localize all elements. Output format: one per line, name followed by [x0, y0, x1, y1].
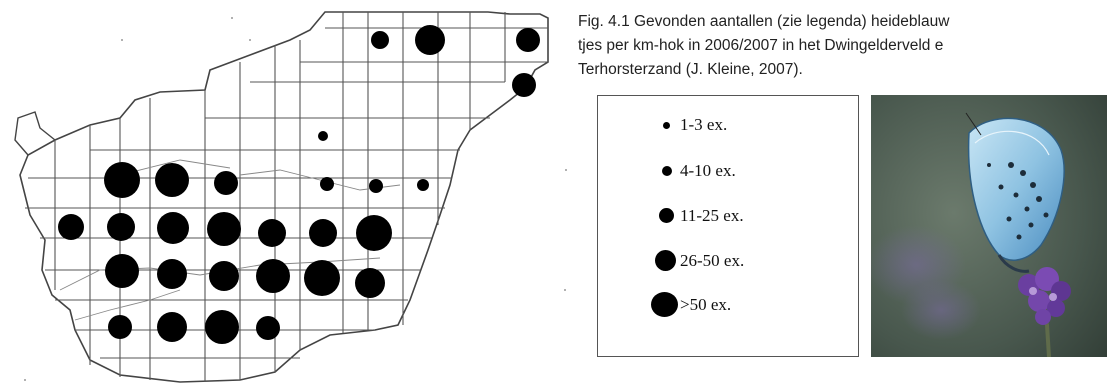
area-outline [19, 11, 549, 383]
legend-dot-2 [662, 166, 672, 176]
legend-dot-5 [651, 292, 678, 317]
dot-large [157, 259, 187, 289]
figure-caption: Fig. 4.1 Gevonden aantallen (zie legenda… [578, 10, 1107, 82]
dot-small [318, 131, 328, 141]
dot-large [512, 73, 536, 97]
km-grid [25, 12, 548, 382]
dot-xlarge [415, 25, 445, 55]
legend-label: 11-25 ex. [680, 206, 744, 225]
dot-xlarge [356, 215, 392, 251]
observation-dots [58, 25, 540, 344]
dot-xlarge [155, 163, 189, 197]
dot-large [209, 261, 239, 291]
dot-large [516, 28, 540, 52]
area-lobe [14, 111, 56, 156]
legend-dot-4 [655, 250, 676, 271]
dot-small [417, 179, 429, 191]
dot-xlarge [207, 212, 241, 246]
legend-label: 1-3 ex. [680, 115, 728, 134]
legend-item: >50 ex. [598, 292, 858, 332]
dot-xlarge [104, 162, 140, 198]
legend-item: 4-10 ex. [598, 160, 858, 200]
dot-medium [108, 315, 132, 339]
legend-dot-1 [663, 122, 670, 129]
legend-label: 4-10 ex. [680, 161, 736, 180]
dot-large [371, 31, 389, 49]
distribution-map [14, 11, 567, 383]
caption-line-1: Fig. 4.1 Gevonden aantallen (zie legenda… [578, 13, 950, 30]
dot-large [107, 213, 135, 241]
legend-dot-3 [659, 208, 674, 223]
dot-large [258, 219, 286, 247]
dot-xlarge [304, 260, 340, 296]
butterfly-photo [871, 95, 1107, 357]
dot-medium [214, 171, 238, 195]
dot-large [58, 214, 84, 240]
dot-small [369, 179, 383, 193]
flower [1018, 267, 1071, 325]
dot-xlarge [205, 310, 239, 344]
dot-medium [256, 316, 280, 340]
butterfly [965, 112, 1065, 273]
legend-item: 1-3 ex. [598, 114, 858, 154]
scan-speckles [24, 17, 567, 381]
dot-xlarge [105, 254, 139, 288]
dot-large [355, 268, 385, 298]
dot-small [320, 177, 334, 191]
dot-large [157, 312, 187, 342]
dot-xlarge [256, 259, 290, 293]
legend-item: 26-50 ex. [598, 250, 858, 290]
legend-box: 1-3 ex. 4-10 ex. 11-25 ex. 26-50 ex. >50… [597, 95, 859, 357]
legend-label: 26-50 ex. [680, 251, 745, 270]
dot-large [309, 219, 337, 247]
dot-xlarge [157, 212, 189, 244]
caption-line-3: Terhorsterzand (J. Kleine, 2007). [578, 61, 803, 78]
legend-label: >50 ex. [680, 295, 732, 314]
legend-item: 11-25 ex. [598, 206, 858, 246]
caption-line-2: tjes per km-hok in 2006/2007 in het Dwin… [578, 37, 944, 54]
